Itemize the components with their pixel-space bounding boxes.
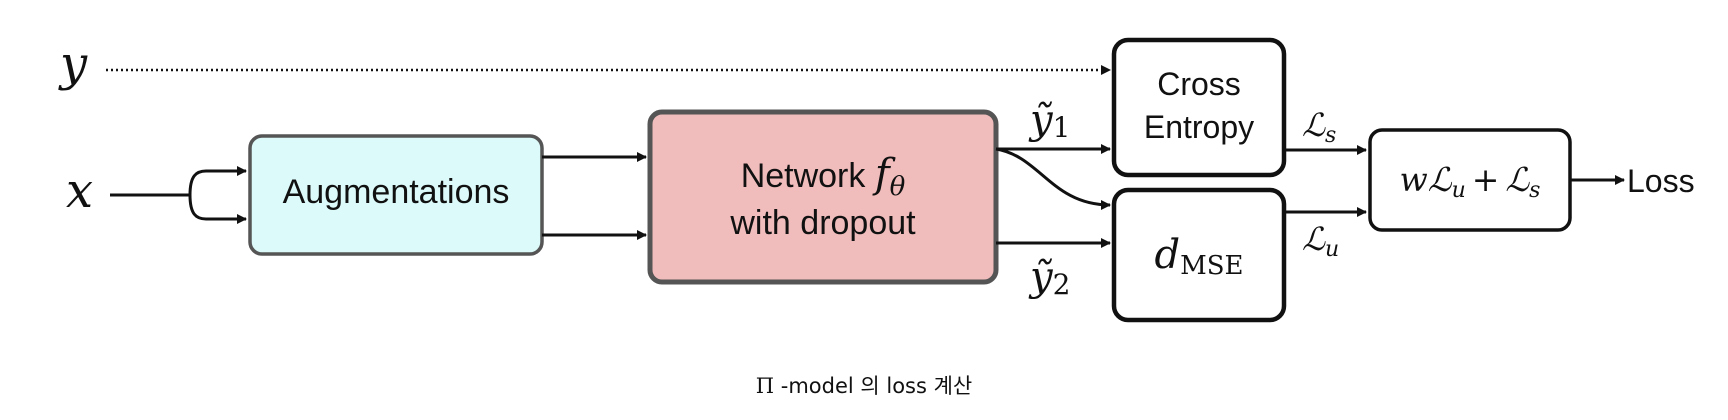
mse-label: dMSE — [1154, 232, 1243, 281]
network-box — [647, 109, 999, 285]
y2-label: ỹ2 — [1028, 254, 1070, 301]
x-split-top-arrow — [188, 166, 247, 196]
loss-output-label: Loss — [1627, 163, 1695, 199]
cross-entropy-line2: Entropy — [1144, 109, 1254, 145]
x-split-bottom-arrow — [188, 194, 247, 224]
input-x-label: x — [66, 163, 93, 219]
network-line1: Network fθ — [741, 151, 906, 202]
y1-to-mse-arrow — [995, 147, 1111, 210]
augmentations-label: Augmentations — [283, 173, 510, 211]
caption-pi-symbol: Π — [755, 374, 775, 398]
cross-entropy-line1: Cross — [1157, 66, 1241, 102]
total-loss-formula: wℒu+ℒs — [1400, 160, 1541, 203]
y1-label: ỹ1 — [1028, 97, 1070, 144]
augmentations-box — [248, 134, 544, 256]
ls-edge-label: ℒs — [1302, 106, 1336, 148]
pi-model-diagram: y x Augmentations Network fθ with dropou… — [58, 36, 1695, 323]
caption-text: -model 의 loss 계산 — [774, 374, 973, 398]
lu-edge-label: ℒu — [1302, 220, 1339, 262]
mse-box — [1111, 187, 1287, 323]
figure-caption: Π -model 의 loss 계산 — [0, 370, 1728, 400]
input-y-label: y — [58, 36, 88, 92]
network-line2: with dropout — [729, 204, 916, 242]
cross-entropy-box — [1111, 37, 1287, 178]
